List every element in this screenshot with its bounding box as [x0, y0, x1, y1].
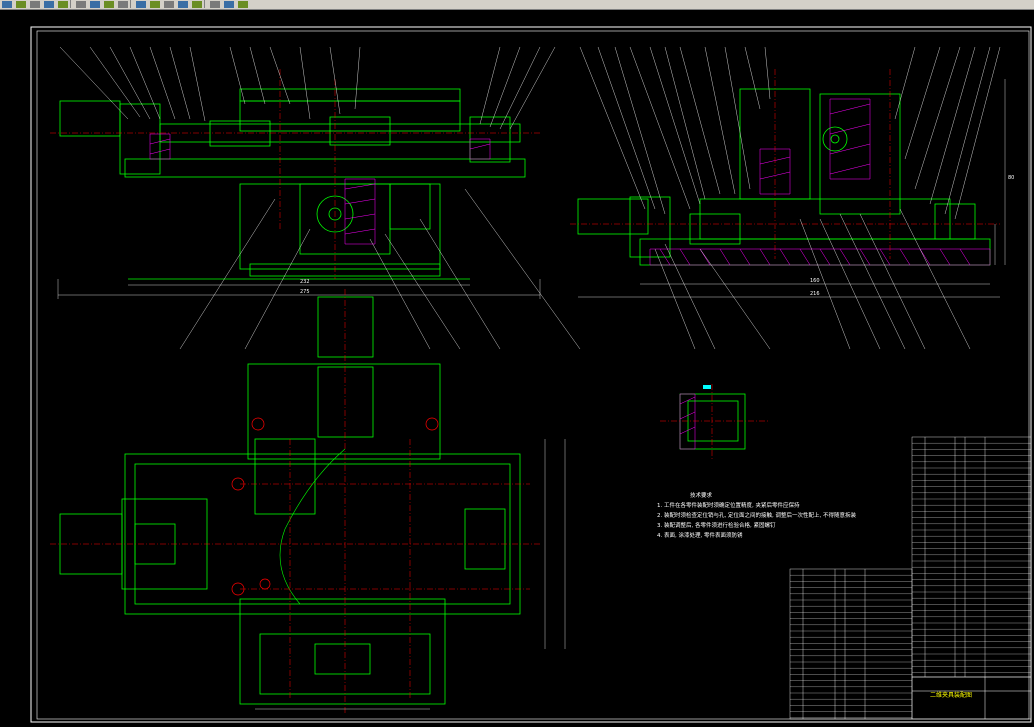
dim-side-2: 216: [810, 291, 820, 297]
detail-view: [679, 393, 746, 450]
title-block: [911, 676, 1032, 720]
side-section-dims: [578, 79, 1006, 298]
open-icon[interactable]: [16, 1, 26, 8]
title-block-name: 二维夹具装配图: [930, 691, 972, 699]
copy-icon[interactable]: [76, 1, 86, 8]
top-plan-centerlines: [50, 289, 540, 714]
note-line-4: 4. 表面, 涂漆处理, 零件表面须防锈: [657, 531, 743, 539]
parts-list-right: [911, 436, 1032, 678]
side-section-centerlines: [570, 69, 1000, 259]
top-plan-breakout: [279, 448, 346, 605]
note-line-2: 2. 装配时须检查定位销与孔, 定位面之间的接触, 调整后一次性配上, 不得随意…: [657, 511, 856, 519]
front-section-dims: [57, 279, 541, 299]
side-section-view: [577, 88, 991, 266]
cad-drawing: 232 275: [30, 26, 1032, 723]
dim-side-3: 80: [1008, 175, 1014, 181]
dim-front-2: 275: [300, 289, 310, 295]
parts-list-right-rows: [912, 443, 1031, 673]
calc-icon[interactable]: [224, 1, 234, 8]
toolbar-separator: [204, 0, 205, 8]
top-plan-dims: [255, 439, 566, 710]
zoom-icon[interactable]: [150, 1, 160, 8]
detail-centerline: [660, 384, 770, 459]
note-line-3: 3. 装配调整后, 各零件须进行检验合格, 紧固螺钉: [657, 521, 776, 529]
note-line-1: 1. 工件在各零件装配时须确定位置精度, 夹紧后零件应保持: [657, 501, 800, 509]
help-icon[interactable]: [238, 1, 248, 8]
zoom-window-icon[interactable]: [164, 1, 174, 8]
layer-icon[interactable]: [192, 1, 202, 8]
technical-notes: 技术要求 1. 工件在各零件装配时须确定位置精度, 夹紧后零件应保持 2. 装配…: [657, 491, 856, 539]
drawing-frame-inner: [36, 30, 1030, 720]
redo-icon[interactable]: [118, 1, 128, 8]
dim-side-1: 160: [810, 278, 820, 284]
front-section-leaders: [59, 46, 581, 350]
cad-toolbar: [0, 0, 1034, 10]
parts-list-left-rows: [790, 575, 912, 718]
parts-list-left: [789, 568, 913, 720]
paste-icon[interactable]: [90, 1, 100, 8]
dim-front-1: 232: [300, 279, 310, 285]
pan-icon[interactable]: [136, 1, 146, 8]
front-section-centerlines: [50, 69, 540, 279]
toolbar-separator: [70, 0, 71, 8]
front-section-view: [59, 88, 526, 280]
top-plan-holes: [231, 417, 439, 596]
toolbar-separator: [130, 0, 131, 8]
properties-icon[interactable]: [178, 1, 188, 8]
drawing-canvas[interactable]: 232 275: [0, 9, 1034, 727]
undo-icon[interactable]: [104, 1, 114, 8]
cut-icon[interactable]: [58, 1, 68, 8]
save-icon[interactable]: [30, 1, 40, 8]
side-section-leaders: [579, 46, 1001, 350]
print-icon[interactable]: [44, 1, 54, 8]
top-plan-view: [59, 296, 521, 705]
front-section-hatch: [149, 133, 491, 245]
detail-marker: [703, 385, 711, 389]
detail-hatch: [679, 393, 696, 450]
drawing-frame-outer: [30, 26, 1032, 723]
notes-title: 技术要求: [690, 491, 713, 499]
new-icon[interactable]: [2, 1, 12, 8]
match-icon[interactable]: [210, 1, 220, 8]
